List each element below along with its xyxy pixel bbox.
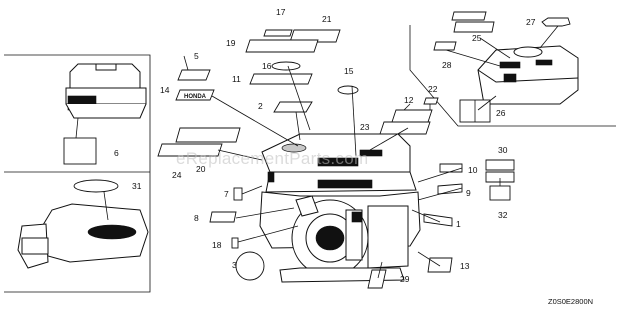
label-part-22 <box>423 97 439 105</box>
label-part-9 <box>437 183 463 195</box>
decal-shapes: HONDA <box>157 11 571 289</box>
label-part-29 <box>367 269 387 289</box>
inset-top-engine <box>63 63 147 165</box>
label-part-14 <box>175 89 215 101</box>
callout-30: 30 <box>498 145 508 155</box>
callout-1: 1 <box>456 219 461 229</box>
label-part-12 <box>391 109 433 123</box>
callout-26: 26 <box>496 108 506 118</box>
callout-20: 20 <box>196 164 206 174</box>
inset-panels <box>4 54 151 293</box>
callout-9: 9 <box>466 188 471 198</box>
callout-5: 5 <box>194 51 199 61</box>
label-part-6 <box>63 137 97 165</box>
label-part-16 <box>271 61 301 71</box>
label-part-31 <box>73 179 119 193</box>
callout-numbers: 1 2 3 5 6 7 8 9 10 11 12 13 14 15 16 17 … <box>114 7 536 284</box>
label-part-19 <box>245 39 319 53</box>
label-part-10 <box>439 163 463 173</box>
label-part-1 <box>423 213 453 227</box>
callout-15: 15 <box>344 66 354 76</box>
callout-10: 10 <box>468 165 478 175</box>
label-part-20 <box>175 127 241 143</box>
label-part-32 <box>489 185 511 201</box>
label-part-17 <box>263 29 293 37</box>
callout-22: 22 <box>428 84 438 94</box>
callout-32: 32 <box>498 210 508 220</box>
watermark-text: eReplacementParts.com <box>176 149 368 168</box>
callout-29: 29 <box>400 274 410 284</box>
label-part-23 <box>379 121 431 135</box>
callout-31: 31 <box>132 181 142 191</box>
label-part-11 <box>249 73 313 85</box>
diagram-code: Z0S0E2800N <box>548 297 593 306</box>
fuel-tank-inset <box>409 25 616 127</box>
label-part-30 <box>485 159 515 171</box>
leader-lines <box>183 25 559 279</box>
callout-6: 6 <box>114 148 119 158</box>
callout-17: 17 <box>276 7 286 17</box>
callout-28: 28 <box>442 60 452 70</box>
callout-24: 24 <box>172 170 182 180</box>
callout-25: 25 <box>472 33 482 43</box>
callout-23: 23 <box>360 122 370 132</box>
label-part-8 <box>209 211 237 223</box>
callout-7: 7 <box>224 189 229 199</box>
label-part-24 <box>157 143 223 157</box>
honda-decal-text: HONDA <box>184 94 207 100</box>
callout-13: 13 <box>460 261 470 271</box>
label-part-3 <box>235 251 265 281</box>
callout-8: 8 <box>194 213 199 223</box>
label-part-28 <box>433 41 457 51</box>
callout-3: 3 <box>232 260 237 270</box>
label-part-25 <box>453 21 495 33</box>
label-part-15 <box>337 85 359 95</box>
callout-16: 16 <box>262 61 272 71</box>
label-part-21 <box>289 29 341 43</box>
callout-19: 19 <box>226 38 236 48</box>
label-part-27 <box>541 17 571 27</box>
callout-12: 12 <box>404 95 414 105</box>
label-part-25a <box>451 11 487 21</box>
inset-bottom-engine <box>17 179 149 269</box>
callout-21: 21 <box>322 14 332 24</box>
label-part-18 <box>231 237 239 249</box>
label-part-2 <box>273 101 313 113</box>
label-part-30b <box>485 171 515 183</box>
callout-11: 11 <box>232 74 241 84</box>
label-part-5 <box>177 69 211 81</box>
callout-14: 14 <box>160 85 170 95</box>
label-part-7 <box>233 187 243 201</box>
label-part-13 <box>427 257 453 273</box>
callout-2: 2 <box>258 101 263 111</box>
callout-27: 27 <box>526 17 536 27</box>
callout-18: 18 <box>212 240 222 250</box>
